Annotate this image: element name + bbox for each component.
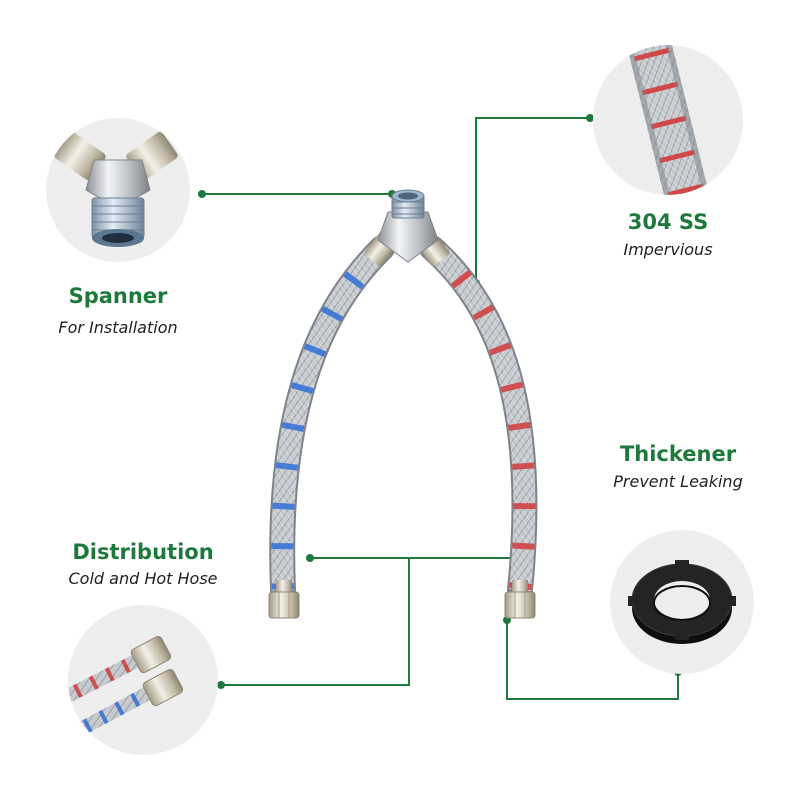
- spanner-image-circle: [46, 118, 190, 262]
- steel-connector: [475, 117, 590, 283]
- braided-hose-icon: [624, 45, 712, 195]
- connector-lines: [202, 117, 679, 700]
- distribution-subtitle: Cold and Hot Hose: [68, 569, 218, 588]
- rubber-gasket-icon: [628, 560, 736, 644]
- steel-subtitle: Impervious: [623, 240, 713, 259]
- distribution-image-circle: [68, 605, 218, 755]
- spanner-title: Spanner: [68, 284, 168, 308]
- right-nut: [504, 580, 536, 619]
- steel-image-circle: [593, 45, 743, 195]
- left-nut: [268, 580, 300, 619]
- y-hose-product: [268, 189, 538, 619]
- distribution-drop: [221, 558, 410, 686]
- y-connector-icon: [54, 131, 178, 247]
- thickener-connector: [506, 620, 679, 700]
- steel-title: 304 SS: [627, 210, 709, 234]
- hose-nuts-icon: [68, 635, 184, 742]
- thickener-title: Thickener: [619, 442, 737, 466]
- spanner-subtitle: For Installation: [58, 318, 178, 337]
- y-connector: [364, 189, 450, 266]
- distribution-title: Distribution: [72, 540, 214, 564]
- thickener-image-circle: [610, 530, 754, 674]
- thickener-subtitle: Prevent Leaking: [613, 472, 743, 491]
